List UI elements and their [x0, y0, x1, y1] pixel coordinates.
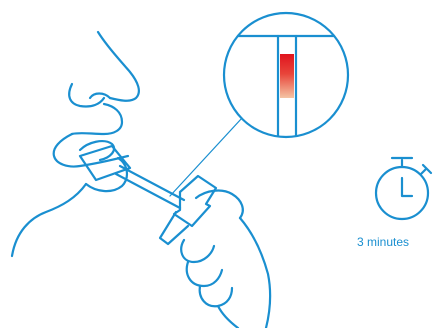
- upper-lip: [72, 104, 122, 134]
- stopwatch-icon: [376, 158, 431, 219]
- hand-finger-2: [187, 262, 222, 286]
- result-band: [280, 54, 294, 98]
- hand-palm: [240, 218, 270, 328]
- swab-stem-top: [120, 166, 184, 200]
- test-strip-icon: [220, 36, 352, 140]
- hand-finger-1: [181, 240, 214, 262]
- nostril: [69, 84, 104, 107]
- swab-stem-bottom: [116, 174, 180, 208]
- swab-handle: [174, 176, 216, 226]
- nose-wing: [90, 94, 110, 99]
- chin-jaw: [12, 184, 86, 256]
- hand-wrist: [218, 306, 238, 328]
- hand-finger-3: [200, 286, 232, 306]
- face-profile: [98, 32, 139, 101]
- callout-line: [170, 118, 242, 196]
- timer-duration-label: 3 minutes: [357, 234, 445, 250]
